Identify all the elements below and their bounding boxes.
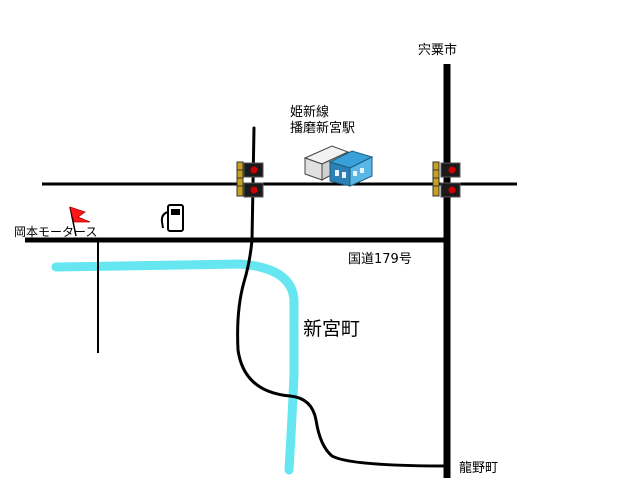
shop-label: 岡本モータース — [14, 225, 98, 239]
station-building-icon — [303, 145, 374, 187]
traffic-signal-icon — [236, 161, 264, 198]
river — [51, 259, 299, 475]
station-line-label: 姫新線 — [290, 105, 330, 120]
north-destination-label: 宍粟市 — [418, 43, 458, 58]
traffic-signal-icon — [432, 161, 461, 198]
red-flag-icon — [69, 206, 91, 237]
station-name-label: 播磨新宮駅 — [290, 121, 356, 136]
route-road-label: 国道179号 — [348, 252, 412, 267]
winding-road — [236, 126, 450, 468]
town-area-label: 新宮町 — [303, 318, 361, 340]
south-destination-label: 龍野町 — [459, 461, 499, 476]
fuel-pump-icon — [160, 204, 184, 232]
